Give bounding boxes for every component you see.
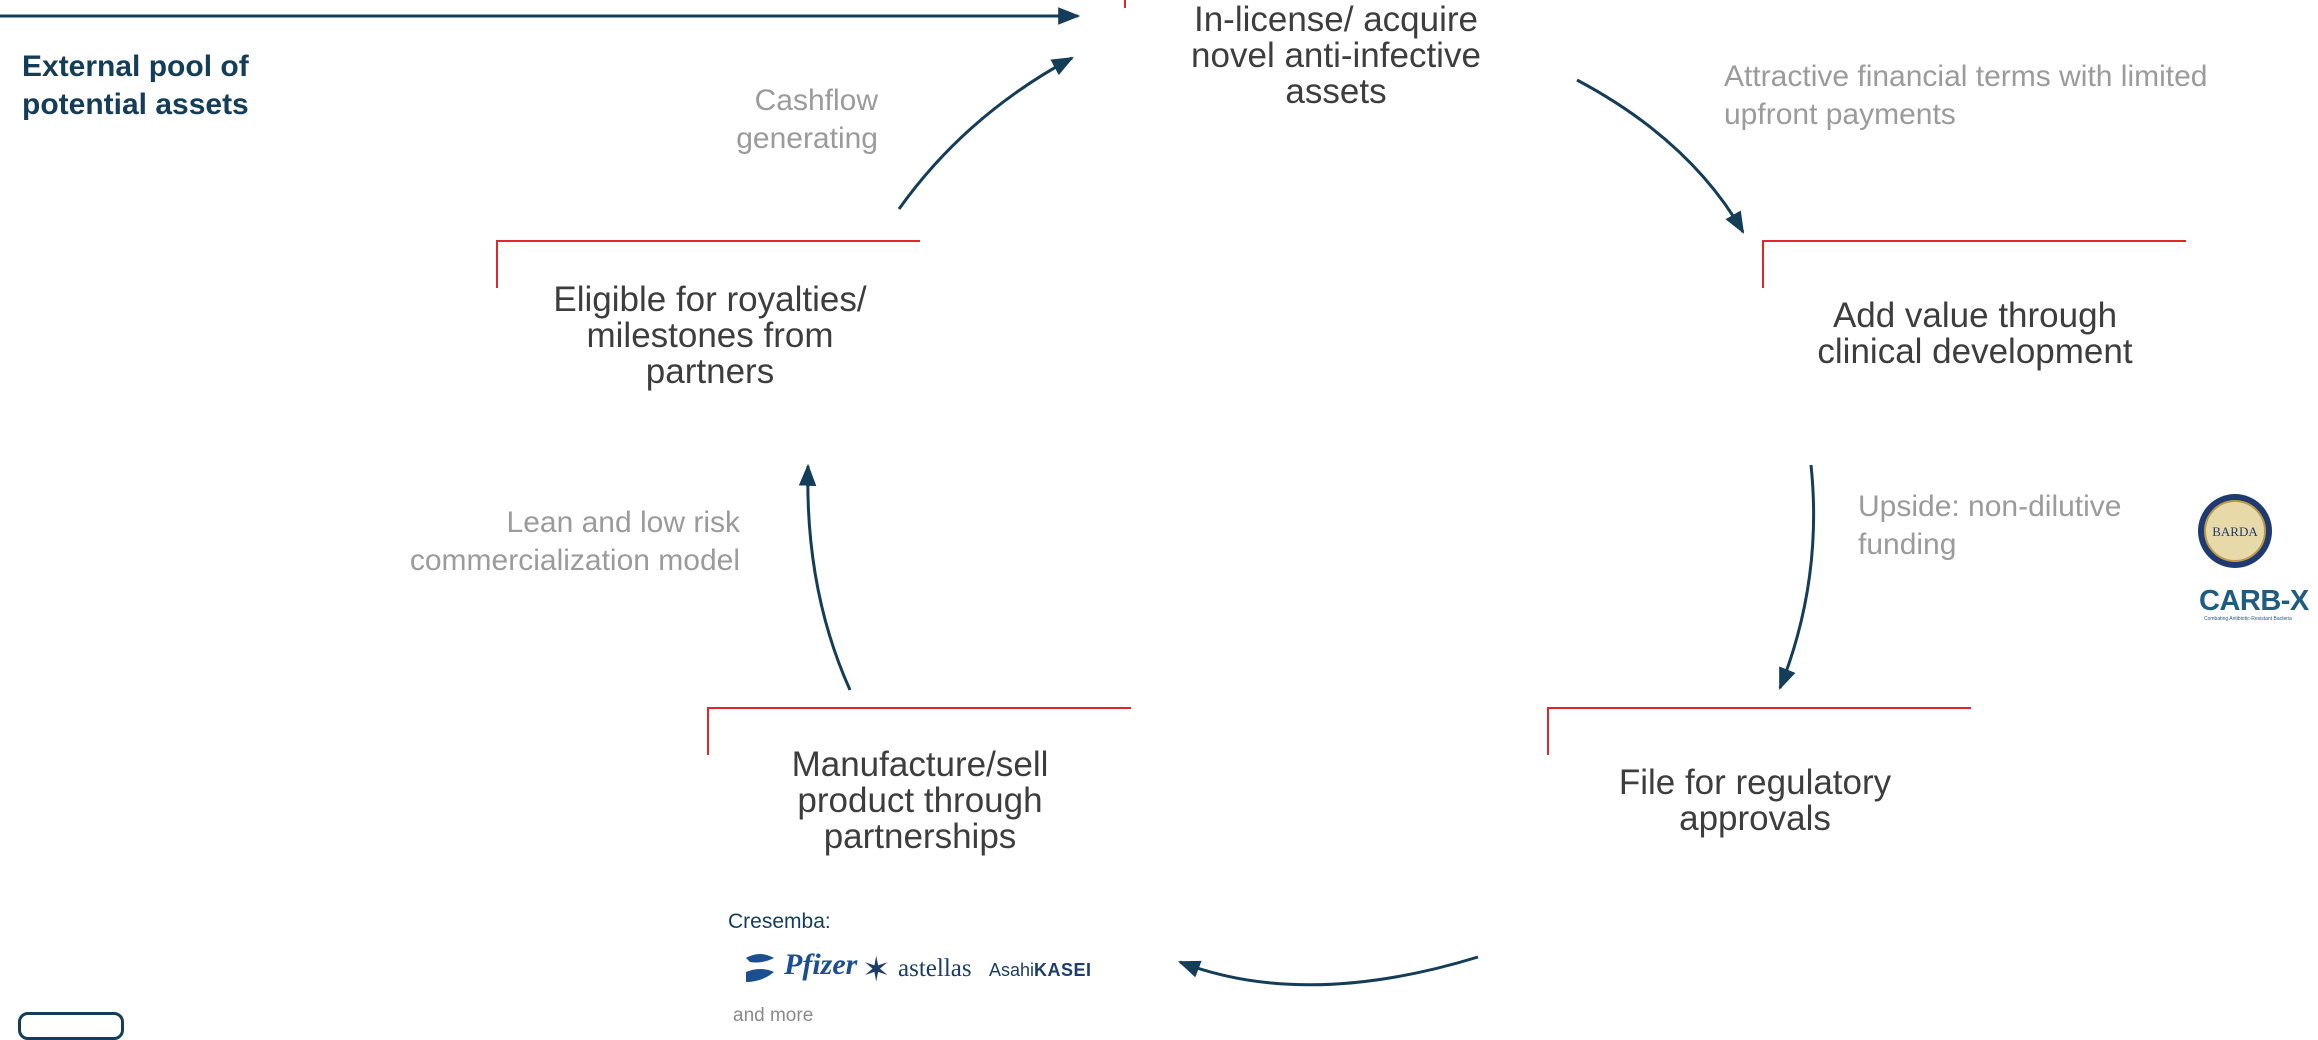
arrow-manufacture-to-royalties [798,463,852,691]
bracket-royalties [496,240,920,288]
and-more-label: and more [733,1005,814,1026]
step-acquire: In-license/ acquire novel anti-infective… [1191,0,1481,111]
astellas-star-icon: ✶ [862,951,891,989]
carb-x-tagline: Combating Antibiotic-Resistant Bacteria [2204,616,2292,622]
external-pool-label: External pool of potential assets [22,50,249,121]
asahi-logo-suffix: KASEI [1034,960,1092,980]
bracket-develop [1762,240,2186,288]
asahi-kasei-logo: AsahiKASEI [989,960,1092,981]
corner-logo-outline [18,1012,124,1040]
pfizer-logo: Pfizer [784,948,858,981]
pfizer-logo-mark [746,954,774,982]
note-lean-model: Lean and low risk commercialization mode… [409,506,740,577]
arrow-file-to-manufacture [1177,955,1479,987]
note-cashflow: Cashflow generating [736,84,878,155]
step-manufacture: Manufacture/sell product through partner… [791,745,1049,856]
barda-seal-text: BARDA [2212,524,2258,539]
note-financial-terms: Attractive financial terms with limited … [1724,60,2208,131]
arrow-acquire-to-develop [1576,78,1745,234]
arrow-royalties-to-acquire [897,56,1074,210]
barda-seal-icon: BARDA [2198,494,2272,568]
bracket-acquire [1124,0,1126,8]
astellas-logo: astellas [898,955,972,982]
arrow-develop-to-file [1778,464,1816,691]
note-upside-funding: Upside: non-dilutive funding [1858,490,2122,561]
step-file: File for regulatory approvals [1618,763,1892,838]
asahi-logo-prefix: Asahi [989,960,1035,980]
carb-x-logo: CARB-X [2199,585,2309,617]
bracket-file [1547,707,1971,755]
bracket-manufacture [707,707,1131,755]
step-royalties: Eligible for royalties/ milestones from … [553,280,867,391]
cresemba-label: Cresemba: [728,910,831,933]
step-develop: Add value through clinical development [1817,296,2133,371]
